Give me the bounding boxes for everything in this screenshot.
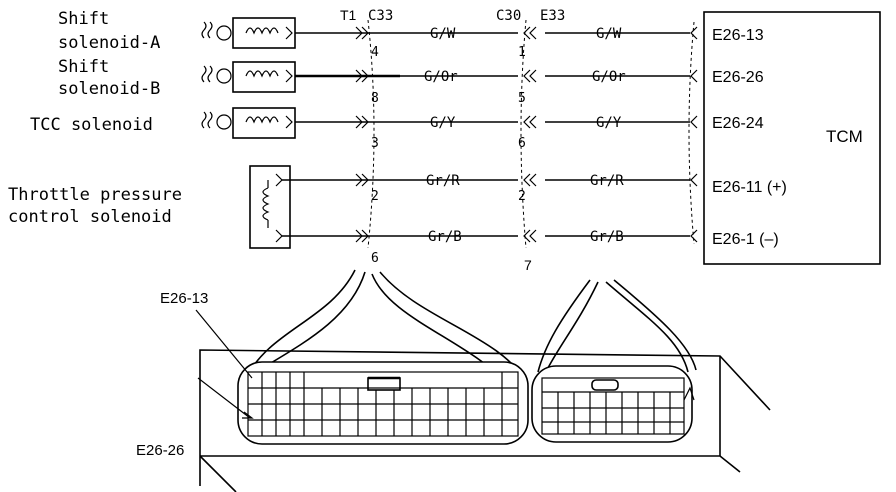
pin-c33-3: 3 — [371, 136, 379, 151]
throttle-solenoid-label-1: Throttle pressure — [8, 185, 182, 205]
connector-t1-label: T1 — [340, 7, 357, 23]
pin-e33-3: 6 — [518, 136, 526, 151]
tcm-terminals: E26-13 E26-26 E26-24 E26-11 (+) E26-1 (–… — [712, 27, 787, 248]
tcm-box — [703, 11, 881, 265]
connector-number-left: 6 — [371, 251, 379, 266]
tcm-chevrons — [688, 21, 698, 245]
pin-e33-2: 5 — [518, 91, 526, 106]
wires — [282, 32, 690, 237]
wire-5-color-right: Gr/B — [590, 229, 624, 245]
connector-c33-chevrons — [355, 19, 375, 249]
terminal-e26-1: E26-1 (–) — [712, 231, 779, 248]
terminal-e26-13: E26-13 — [712, 27, 764, 44]
pin-numbers: 4 1 8 5 3 6 2 2 6 7 — [371, 45, 532, 273]
connector-c30-e33-chevrons — [520, 19, 537, 249]
wire-1-color-left: G/W — [430, 26, 456, 42]
shift-solenoid-a-label-1: Shift — [58, 9, 109, 29]
wire-2-color-left: G/Or — [424, 69, 458, 85]
shift-solenoid-a-label-2: solenoid-A — [58, 33, 160, 53]
shift-solenoid-b-label-1: Shift — [58, 57, 109, 77]
wire-color-labels: G/W G/W G/Or G/Or G/Y G/Y Gr/R Gr/R Gr/B… — [424, 26, 626, 245]
wire-4-color-left: Gr/R — [426, 173, 460, 189]
wire-3-color-left: G/Y — [430, 115, 456, 131]
tcm-label: TCM — [826, 127, 863, 146]
connector-number-right: 7 — [524, 257, 532, 273]
connector-c33-label: C33 — [368, 8, 393, 24]
terminal-e26-26: E26-26 — [712, 69, 764, 86]
pin-c33-1: 4 — [371, 45, 379, 60]
wire-4-color-right: Gr/R — [590, 173, 624, 189]
shift-solenoid-b-label-2: solenoid-B — [58, 79, 160, 99]
connector-label-e26-26: E26-26 — [136, 442, 184, 459]
pin-c33-4: 2 — [371, 189, 379, 204]
pin-e33-4: 2 — [518, 189, 526, 204]
pin-e33-1: 1 — [518, 45, 526, 60]
connector-label-e26-13: E26-13 — [160, 290, 208, 307]
connector-c30-label: C30 — [496, 8, 521, 24]
connector-illustration — [195, 269, 771, 492]
throttle-solenoid-label-2: control solenoid — [8, 207, 172, 227]
wire-2-color-right: G/Or — [592, 69, 626, 85]
pin-c33-2: 8 — [371, 91, 379, 106]
terminal-e26-11: E26-11 (+) — [712, 179, 787, 196]
terminal-e26-24: E26-24 — [712, 115, 764, 132]
solenoid-b-symbol — [201, 61, 296, 93]
wire-5-color-left: Gr/B — [428, 229, 462, 245]
solenoid-a-symbol — [201, 17, 296, 49]
connector-e33-label: E33 — [540, 8, 565, 24]
tcc-solenoid-symbol — [201, 107, 296, 139]
wire-3-color-right: G/Y — [596, 115, 622, 131]
wire-1-color-right: G/W — [596, 26, 622, 42]
tcc-solenoid-label: TCC solenoid — [30, 115, 153, 135]
